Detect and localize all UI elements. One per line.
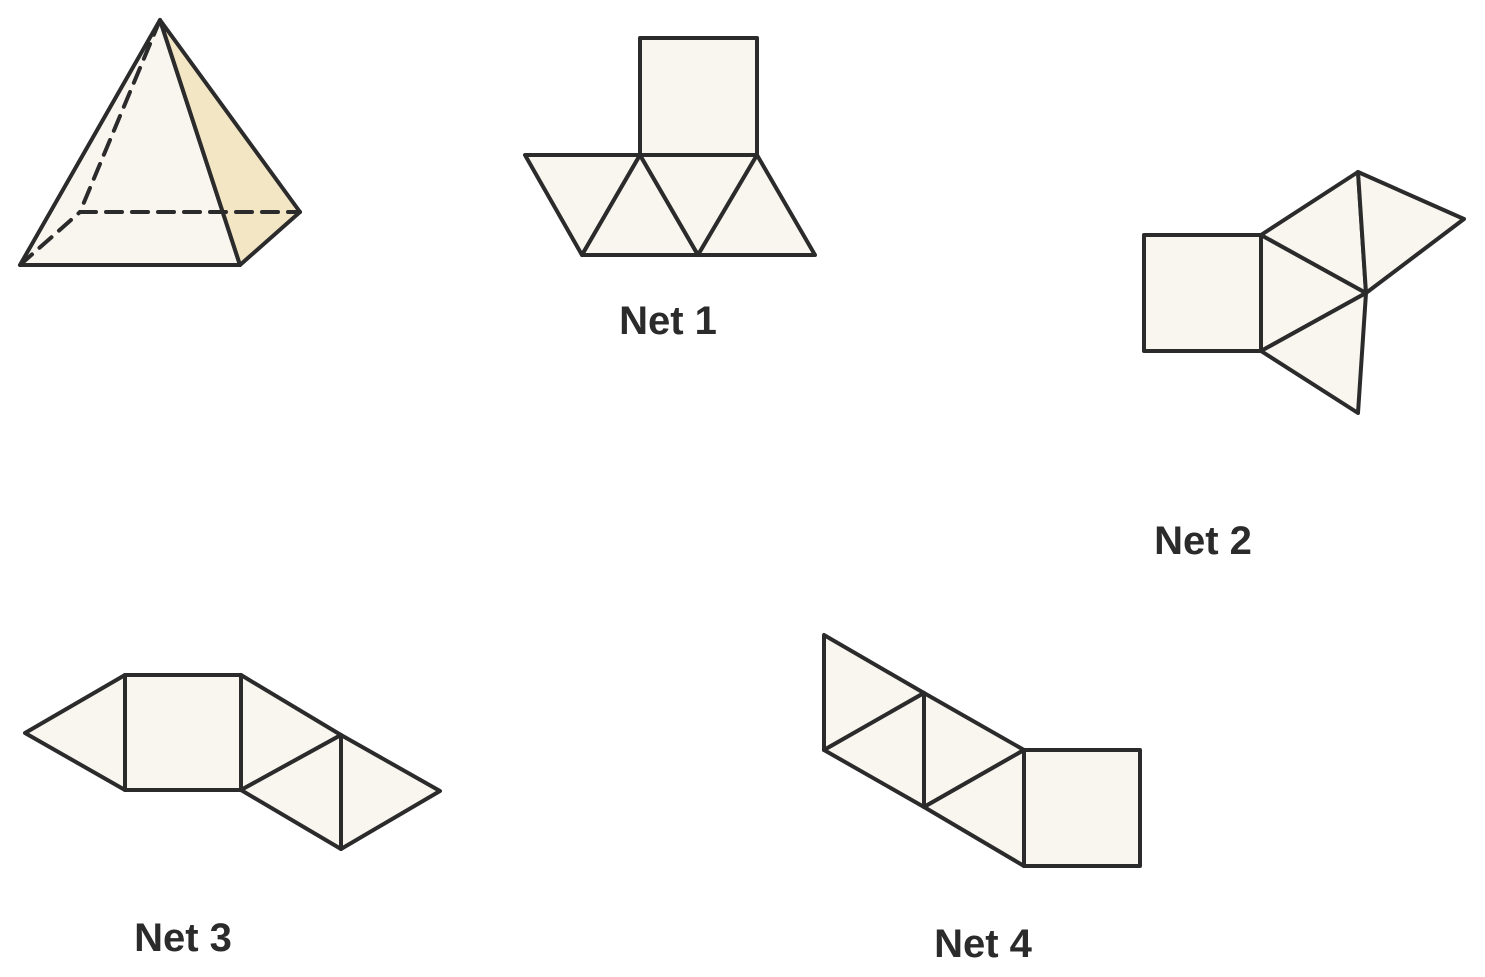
net-3: Net 3 bbox=[23, 673, 442, 960]
net-3-square bbox=[123, 673, 243, 792]
net-3-triangle-3 bbox=[339, 733, 442, 851]
net-3-triangle-left bbox=[23, 673, 127, 792]
net-4: Net 4 bbox=[822, 633, 1142, 966]
pyramid-figure bbox=[18, 18, 302, 267]
net-1-triangle-4 bbox=[696, 153, 817, 257]
net-2-triangle-bottom bbox=[1259, 291, 1368, 415]
net-2-triangle-right bbox=[1356, 170, 1466, 295]
net-2-square bbox=[1142, 233, 1263, 353]
net-3-label: Net 3 bbox=[134, 916, 232, 960]
pyramid-right-face bbox=[158, 18, 302, 267]
net-1-label: Net 1 bbox=[619, 299, 717, 343]
net-2: Net 2 bbox=[1142, 170, 1466, 563]
net-1-square bbox=[638, 36, 759, 157]
net-2-label: Net 2 bbox=[1154, 519, 1252, 563]
net-4-label: Net 4 bbox=[934, 922, 1033, 966]
pyramid-hidden-edge-apex bbox=[78, 18, 162, 214]
net-1: Net 1 bbox=[523, 36, 817, 343]
pyramid-hidden-edge-left bbox=[18, 210, 82, 267]
net-4-square bbox=[1022, 748, 1142, 868]
